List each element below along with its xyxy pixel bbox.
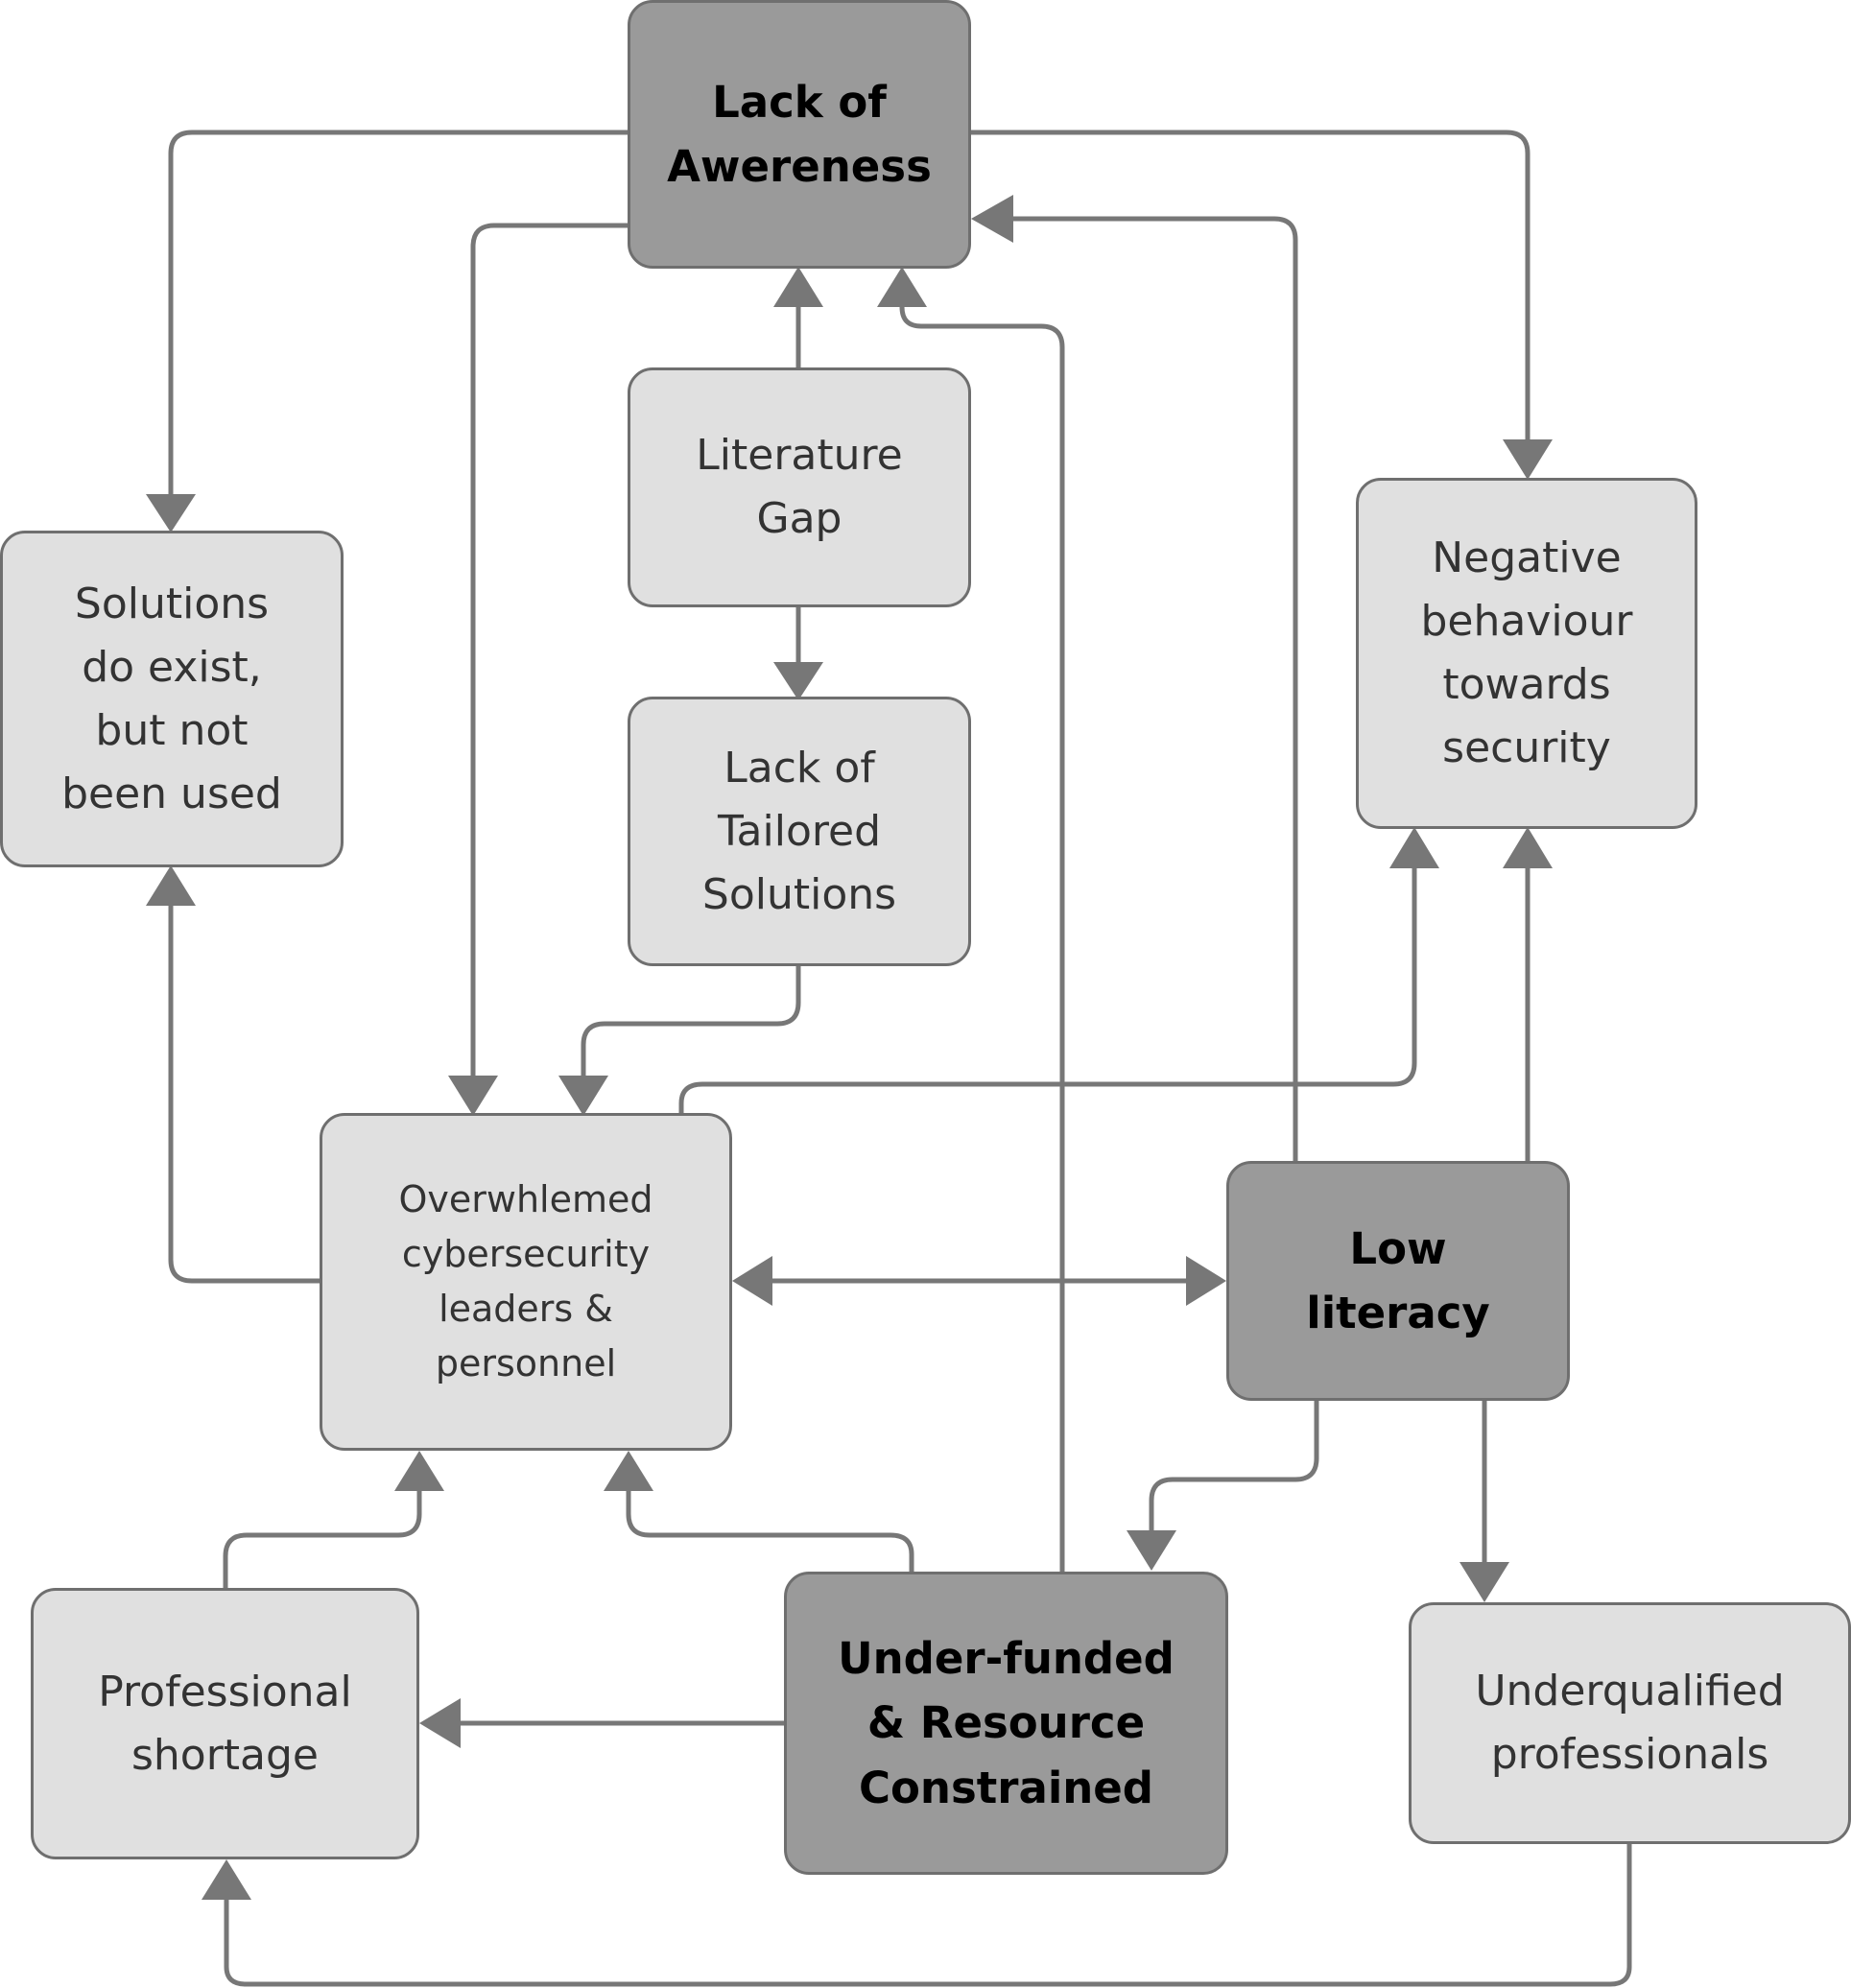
arrowhead-solutions-bottom (146, 865, 196, 906)
arrowhead-shortage-right (419, 1698, 461, 1748)
node-solutions-do-exist-label: Solutions do exist, but not been used (61, 579, 282, 818)
edge-awareness-to-solutions (168, 130, 630, 511)
arrowhead-negative-behaviour-top (1503, 439, 1553, 480)
node-low-literacy-label: Low literacy (1306, 1222, 1490, 1339)
arrowhead-awareness-from-literature (773, 267, 823, 307)
arrowhead-negative-behaviour-left-bottom (1389, 827, 1439, 868)
node-professional-shortage-label: Professional shortage (98, 1667, 352, 1780)
node-lack-of-awareness-label: Lack of Awereness (667, 76, 932, 193)
edge-under-funded-to-awareness (899, 285, 1065, 1574)
edge-underqualified-to-shortage (224, 1841, 1632, 1987)
arrowhead-overwhelmed-right (732, 1256, 772, 1306)
node-under-funded-label: Under-funded & Resource Constrained (838, 1632, 1175, 1813)
arrowhead-low-literacy-left (1186, 1256, 1226, 1306)
node-solutions-do-exist: Solutions do exist, but not been used (0, 531, 344, 867)
edge-under-funded-to-overwhelmed (626, 1475, 914, 1574)
edge-awareness-to-negative-behaviour (968, 130, 1531, 462)
arrowhead-shortage-bottom (202, 1859, 251, 1900)
node-underqualified-professionals-label: Underqualified professionals (1475, 1667, 1785, 1779)
edge-low-literacy-to-under-funded (1149, 1398, 1319, 1550)
arrowhead-awareness-bottom-right (877, 267, 927, 307)
node-low-literacy: Low literacy (1226, 1161, 1570, 1401)
node-negative-behaviour-label: Negative behaviour towards security (1420, 533, 1633, 772)
edge-tailored-to-overwhelmed (581, 963, 801, 1095)
node-professional-shortage: Professional shortage (31, 1588, 419, 1859)
arrowhead-underqualified-top (1459, 1562, 1509, 1602)
arrowhead-under-funded-top (1127, 1530, 1176, 1571)
edge-shortage-to-overwhelmed (223, 1475, 422, 1591)
node-negative-behaviour: Negative behaviour towards security (1356, 478, 1697, 829)
node-lack-of-awareness: Lack of Awereness (628, 0, 971, 269)
node-lack-of-tailored-solutions: Lack of Tailored Solutions (628, 697, 971, 966)
edge-low-literacy-to-awareness (990, 216, 1298, 1164)
arrowhead-solutions-top (146, 494, 196, 532)
arrowhead-tailored-top (773, 662, 823, 700)
edge-overwhelmed-to-solutions (168, 880, 322, 1284)
node-literature-gap-label: Literature Gap (696, 431, 903, 543)
arrowhead-overwhelmed-bottom-left (394, 1451, 444, 1491)
node-under-funded: Under-funded & Resource Constrained (784, 1572, 1228, 1875)
arrowhead-overwhelmed-left (448, 1076, 498, 1116)
arrowhead-overwhelmed-from-tailored (558, 1076, 608, 1116)
arrowhead-awareness-right-side (971, 195, 1013, 243)
edge-awareness-to-overwhelmed (470, 223, 630, 1095)
arrowhead-overwhelmed-bottom-right (604, 1451, 653, 1491)
arrowhead-negative-behaviour-right-bottom (1503, 827, 1553, 868)
node-overwhelmed-leaders: Overwhlemed cybersecurity leaders & pers… (320, 1113, 732, 1451)
node-overwhelmed-leaders-label: Overwhlemed cybersecurity leaders & pers… (398, 1178, 653, 1384)
edge-overwhelmed-to-negative-behaviour (678, 846, 1417, 1116)
node-lack-of-tailored-solutions-label: Lack of Tailored Solutions (701, 743, 897, 919)
node-underqualified-professionals: Underqualified professionals (1409, 1602, 1851, 1844)
node-literature-gap: Literature Gap (628, 367, 971, 607)
